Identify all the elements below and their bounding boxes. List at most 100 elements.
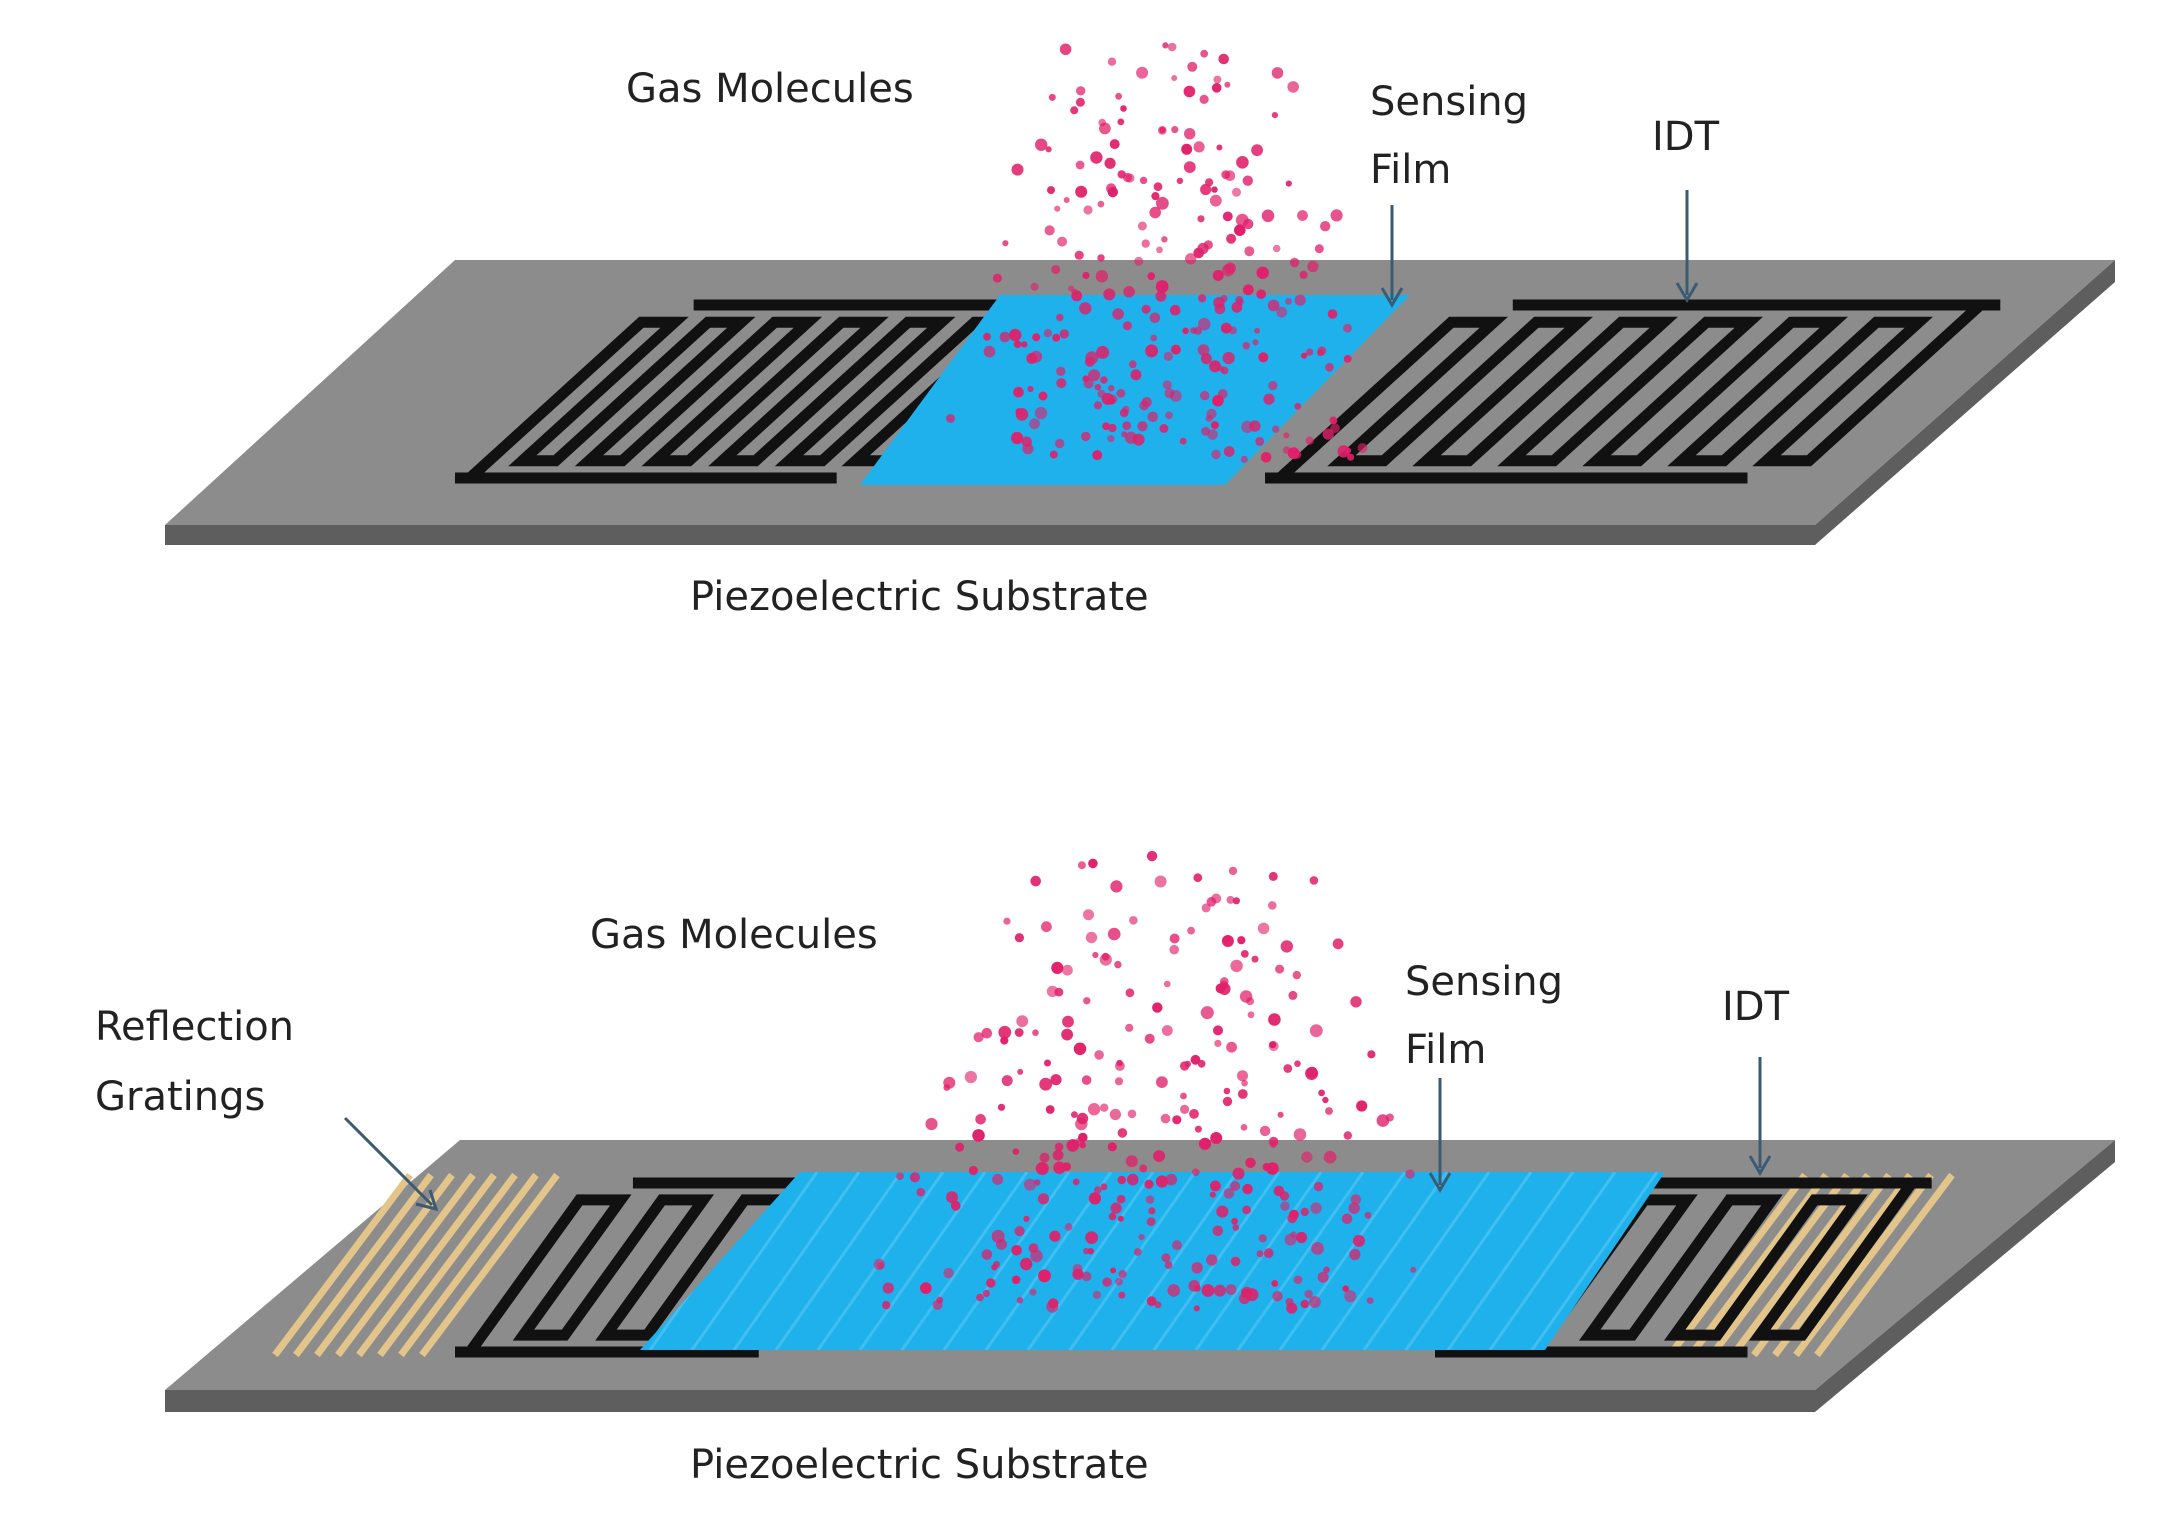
gas-molecule	[1092, 951, 1099, 959]
grating-line	[1772, 1172, 1913, 1358]
film-stripe	[1404, 1172, 1533, 1350]
gas-molecule	[999, 331, 1011, 343]
gas-molecule	[1210, 1180, 1221, 1192]
gas-molecule	[1310, 1202, 1322, 1214]
gas-molecule	[1051, 265, 1061, 274]
gas-molecule	[1127, 1109, 1137, 1119]
gas-molecule	[1329, 416, 1338, 425]
gas-molecule	[1153, 182, 1163, 192]
gas-molecule	[1325, 1107, 1333, 1115]
gas-molecule	[1216, 144, 1223, 151]
sensing-film	[640, 1172, 1665, 1350]
gas-molecule	[997, 1103, 1006, 1111]
grating-line	[335, 1172, 476, 1358]
gas-molecule	[1209, 1191, 1216, 1198]
gas-molecule	[1048, 93, 1056, 101]
gas-molecule	[1137, 421, 1148, 432]
gas-molecule	[1201, 903, 1211, 913]
gas-molecule	[1222, 264, 1235, 277]
gas-molecule	[1028, 1243, 1039, 1253]
gas-molecule	[1102, 1277, 1112, 1287]
gas-molecule	[986, 1278, 996, 1288]
gas-molecule	[1155, 290, 1167, 302]
gas-molecule	[1323, 1150, 1337, 1164]
gas-molecule	[1062, 964, 1073, 976]
gas-molecule	[1053, 1161, 1066, 1174]
gas-molecule	[1074, 250, 1084, 260]
gas-molecule	[1034, 1179, 1041, 1186]
gas-molecule	[1052, 1149, 1064, 1161]
gas-molecule	[1144, 1033, 1155, 1044]
gas-molecule	[1045, 1105, 1055, 1114]
gas-molecule	[1139, 1164, 1148, 1173]
gas-molecule	[1200, 353, 1212, 365]
gas-molecule	[1211, 83, 1222, 93]
gas-molecule	[1081, 431, 1091, 442]
gas-molecule	[920, 1282, 932, 1294]
gas-molecule	[1179, 437, 1187, 445]
gas-molecule	[1109, 139, 1120, 150]
gas-molecule	[1200, 183, 1212, 196]
gas-molecule	[1191, 1262, 1203, 1274]
gas-molecule	[1075, 1117, 1088, 1131]
gas-molecule	[1285, 297, 1292, 305]
gas-molecule	[1193, 873, 1203, 883]
gas-molecule	[1165, 411, 1173, 420]
gas-molecule	[1218, 389, 1228, 399]
gas-molecule	[1164, 980, 1171, 988]
gas-molecule	[1306, 348, 1314, 356]
gas-molecule	[1144, 1179, 1154, 1189]
gas-molecule	[1314, 244, 1324, 254]
gas-molecule	[1083, 205, 1093, 215]
gas-molecule	[1230, 959, 1243, 973]
gas-molecule	[1241, 1288, 1251, 1299]
gas-molecule	[1102, 422, 1110, 431]
gas-molecule	[1003, 917, 1011, 925]
gas-molecule	[1057, 236, 1068, 247]
gas-molecule	[1016, 1297, 1024, 1304]
gas-molecule	[983, 332, 991, 341]
gas-molecule	[1183, 85, 1196, 98]
gas-molecule	[1293, 1128, 1307, 1141]
gas-molecule	[1193, 141, 1205, 153]
gas-molecule	[1097, 389, 1106, 398]
gas-molecule	[1213, 1025, 1223, 1036]
gas-molecule	[1311, 1242, 1324, 1255]
gas-molecule	[1107, 384, 1115, 392]
gas-molecule	[1054, 1142, 1064, 1152]
gas-molecule	[1063, 197, 1070, 203]
gas-molecule	[1268, 1041, 1279, 1052]
gas-molecule	[1231, 1217, 1238, 1225]
gas-molecule	[1083, 909, 1094, 921]
gas-molecule	[1130, 369, 1142, 381]
gas-molecule	[1240, 455, 1248, 463]
gas-molecule	[1240, 1124, 1248, 1131]
gas-molecule	[1225, 1284, 1237, 1295]
gas-molecule	[1223, 446, 1235, 457]
gas-molecule	[1141, 304, 1151, 314]
gas-molecule	[1309, 876, 1319, 885]
film-stripe	[774, 1172, 903, 1350]
gas-molecule	[1197, 344, 1210, 356]
gas-molecule	[1237, 1089, 1248, 1099]
film-stripe	[732, 1172, 861, 1350]
gas-molecule	[1330, 423, 1340, 434]
gas-molecule	[1275, 964, 1285, 974]
gas-molecule	[1263, 1248, 1274, 1258]
reflection-gratings-label-line2: Gratings	[95, 1074, 265, 1120]
gas-molecule	[1288, 990, 1298, 1000]
gas-molecule	[1027, 385, 1034, 393]
gas-molecule	[1081, 1271, 1092, 1282]
gas-molecule	[1242, 1205, 1251, 1215]
gas-molecule	[1226, 1041, 1237, 1053]
gas-molecule	[1094, 383, 1102, 391]
grating-line	[1667, 1172, 1808, 1358]
gas-molecule	[1070, 106, 1079, 115]
gas-molecule	[1109, 1108, 1121, 1121]
idt-right	[1265, 299, 2001, 484]
gas-molecule	[1087, 1103, 1101, 1116]
gas-molecule	[1341, 1213, 1353, 1225]
gas-molecule	[1251, 955, 1259, 963]
gas-molecule	[1224, 81, 1231, 88]
gas-molecule	[882, 1282, 894, 1294]
